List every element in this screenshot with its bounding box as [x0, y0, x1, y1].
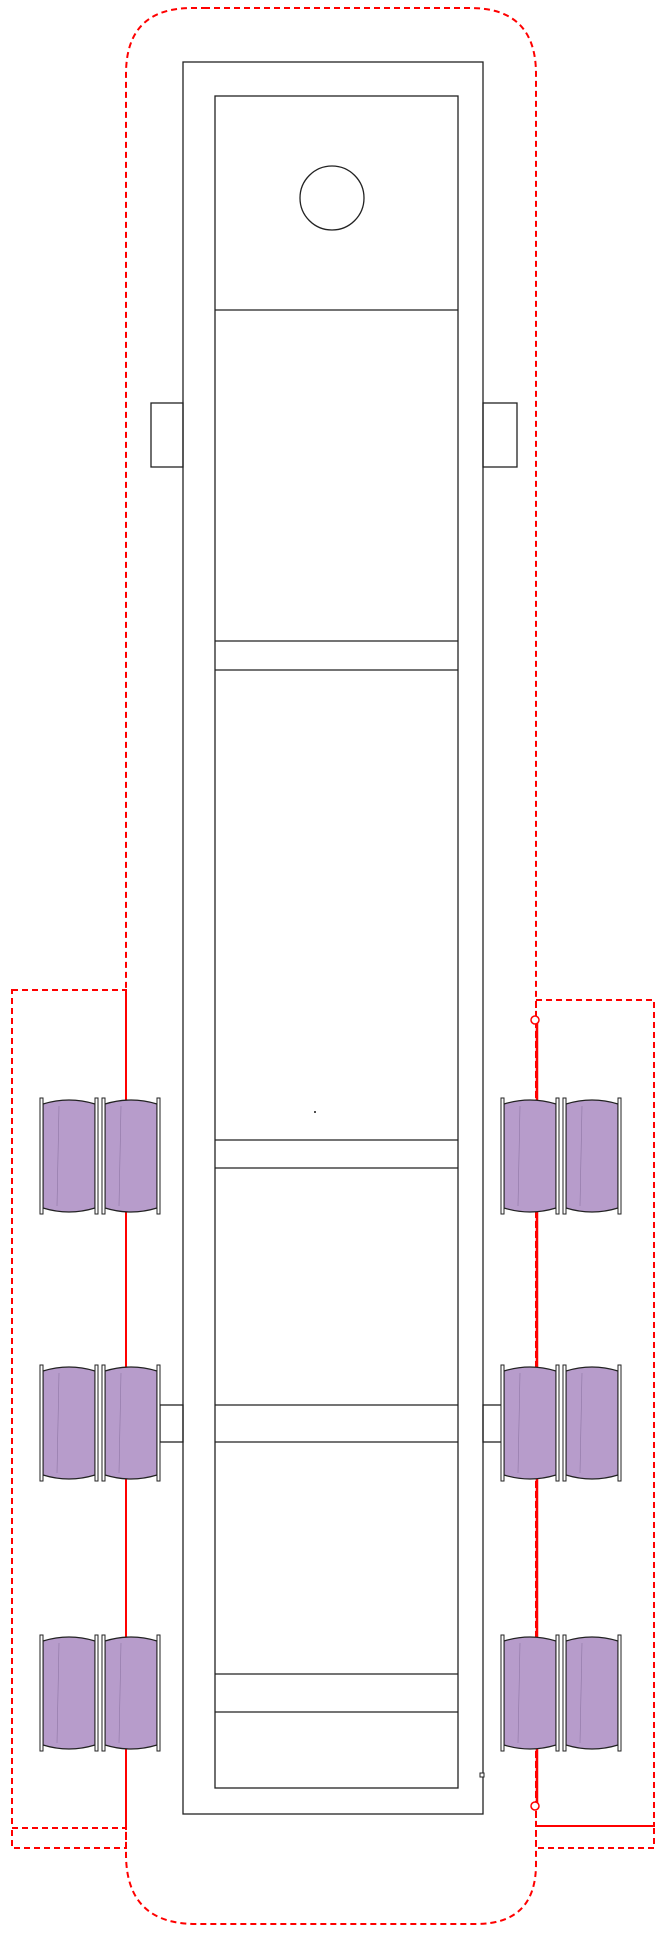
- tire-right-2-2: [562, 1364, 622, 1482]
- tire-rim-left: [101, 1634, 106, 1752]
- tire-rim-left: [500, 1364, 505, 1482]
- tire-rim-left: [500, 1634, 505, 1752]
- right-line-top-marker: [530, 1015, 540, 1025]
- tire-tread-line: [517, 1372, 521, 1474]
- tire-tread-line: [56, 1105, 60, 1207]
- small-corner-marker: [479, 1772, 485, 1778]
- tire-right-1-2: [562, 1097, 622, 1215]
- tire-rim-left: [39, 1364, 44, 1482]
- tire-body: [565, 1366, 619, 1480]
- circle-icon: [299, 165, 365, 231]
- tire-rim-left: [39, 1634, 44, 1752]
- tire-rim-right: [94, 1364, 99, 1482]
- wheel-groups: [39, 1097, 622, 1752]
- tire-rim-right: [617, 1097, 622, 1215]
- body-inner-frame: [214, 95, 459, 1789]
- left-axle-connector: [159, 1404, 184, 1443]
- center-dot: [313, 1110, 317, 1114]
- tire-rim-left: [39, 1097, 44, 1215]
- tire-left-3-2: [101, 1634, 161, 1752]
- right-line-bottom-marker: [530, 1801, 540, 1811]
- wheel-group-right-axle-1: [500, 1097, 622, 1215]
- tire-right-3-1: [500, 1634, 560, 1752]
- tire-rim-right: [94, 1097, 99, 1215]
- tire-tread-line: [118, 1105, 122, 1207]
- tire-body: [42, 1366, 96, 1480]
- tire-rim-left: [101, 1097, 106, 1215]
- tire-body: [104, 1366, 158, 1480]
- tire-left-2-1: [39, 1364, 99, 1482]
- tire-body: [503, 1366, 557, 1480]
- tire-rim-left: [101, 1364, 106, 1482]
- tire-left-3-1: [39, 1634, 99, 1752]
- tire-body: [503, 1099, 557, 1213]
- tire-left-1-2: [101, 1097, 161, 1215]
- tire-rim-right: [156, 1097, 161, 1215]
- tire-right-3-2: [562, 1634, 622, 1752]
- tire-rim-left: [562, 1364, 567, 1482]
- tire-rim-right: [156, 1364, 161, 1482]
- tire-tread-line: [517, 1105, 521, 1207]
- tire-body: [42, 1636, 96, 1750]
- tire-body: [565, 1099, 619, 1213]
- tire-tread-line: [56, 1642, 60, 1744]
- tire-body: [503, 1636, 557, 1750]
- tire-right-2-1: [500, 1364, 560, 1482]
- wheel-group-right-axle-2: [500, 1364, 622, 1482]
- tire-tread-line: [579, 1642, 583, 1744]
- tire-body: [104, 1636, 158, 1750]
- wheel-group-right-axle-3: [500, 1634, 622, 1752]
- tire-rim-right: [555, 1634, 560, 1752]
- tire-rim-right: [555, 1364, 560, 1482]
- tire-tread-line: [118, 1372, 122, 1474]
- outer-clearance-boundary: [125, 7, 537, 1925]
- wheel-group-left-axle-2: [39, 1364, 161, 1482]
- tire-tread-line: [579, 1372, 583, 1474]
- body-outer-frame: [182, 61, 484, 1815]
- wheel-group-left-axle-3: [39, 1634, 161, 1752]
- tire-tread-line: [517, 1642, 521, 1744]
- tire-rim-right: [555, 1097, 560, 1215]
- tire-rim-right: [94, 1634, 99, 1752]
- tire-left-1-1: [39, 1097, 99, 1215]
- tire-left-2-2: [101, 1364, 161, 1482]
- tire-rim-left: [562, 1097, 567, 1215]
- tire-rim-right: [617, 1364, 622, 1482]
- tire-tread-line: [579, 1105, 583, 1207]
- left-zone-base-strip: [11, 1827, 127, 1849]
- wheel-group-left-axle-1: [39, 1097, 161, 1215]
- tire-rim-left: [562, 1634, 567, 1752]
- tire-tread-line: [56, 1372, 60, 1474]
- tire-body: [104, 1099, 158, 1213]
- tire-rim-left: [500, 1097, 505, 1215]
- tire-body: [42, 1099, 96, 1213]
- right-side-mirror: [482, 402, 518, 468]
- tire-rim-right: [156, 1634, 161, 1752]
- right-zone-base-strip: [535, 1825, 655, 1849]
- tire-tread-line: [118, 1642, 122, 1744]
- tire-right-1-1: [500, 1097, 560, 1215]
- tire-body: [565, 1636, 619, 1750]
- tire-rim-right: [617, 1634, 622, 1752]
- left-side-mirror: [150, 402, 184, 468]
